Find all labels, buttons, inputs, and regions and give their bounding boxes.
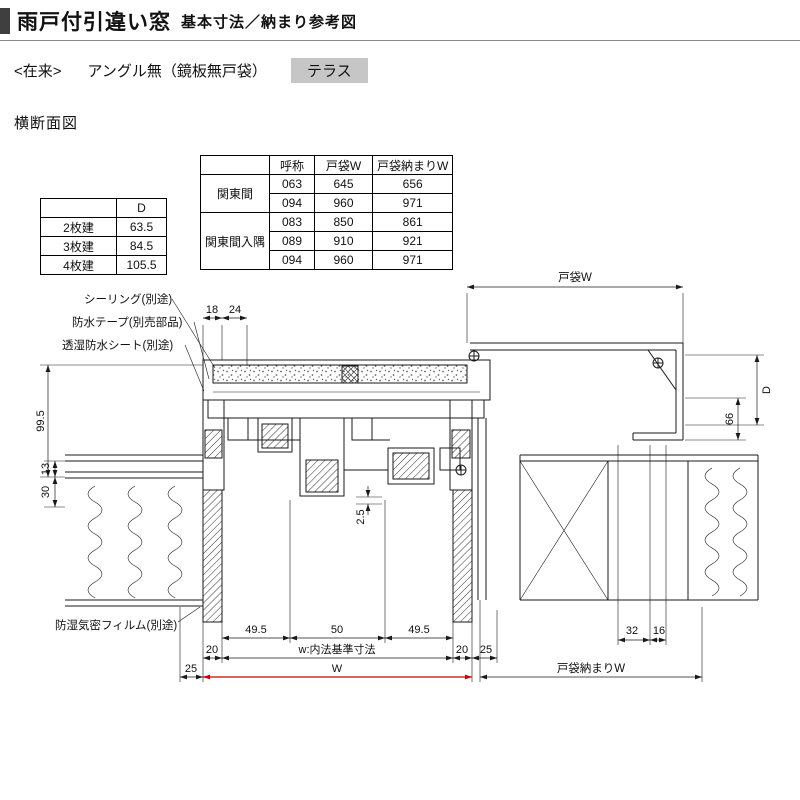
dim-66: 66 bbox=[724, 413, 736, 425]
group-label: 関東間 bbox=[199, 174, 271, 213]
dimension-2-5: 2.5 bbox=[355, 486, 382, 525]
dimension-left-heights: 99.5 13 30 bbox=[35, 364, 203, 508]
dim-99-5: 99.5 bbox=[35, 410, 47, 431]
dimension-18-24: 18 24 bbox=[202, 304, 248, 366]
dim-tobukuro-w-label: 戸袋W bbox=[558, 270, 592, 284]
cell-name: 094 bbox=[269, 250, 316, 270]
dim-16: 16 bbox=[653, 625, 665, 637]
screw-icon bbox=[468, 350, 480, 362]
table-header-row: 呼称 戸袋W 戸袋納まりW bbox=[199, 155, 454, 175]
dim-2-5: 2.5 bbox=[355, 509, 367, 524]
shutter-box-section bbox=[468, 342, 684, 441]
section-title: 横断面図 bbox=[14, 115, 79, 132]
screw-icon bbox=[652, 357, 664, 369]
panel-count-table: D 2枚建 63.5 3枚建 84.5 4枚建 105.5 bbox=[40, 198, 167, 275]
terrace-badge: テラス bbox=[290, 58, 368, 83]
right-post bbox=[452, 489, 473, 623]
table-row: 関東間入隅 083 850 861 bbox=[199, 212, 454, 270]
dim-49-5-left: 49.5 bbox=[245, 624, 266, 636]
group-label: 関東間入隅 bbox=[199, 212, 271, 270]
dim-20-right: 20 bbox=[456, 644, 468, 656]
row-value: 105.5 bbox=[116, 255, 167, 275]
table-row: 094 960 971 bbox=[201, 250, 454, 270]
cell-w: 910 bbox=[314, 231, 374, 251]
table-row: 関東間 063 645 656 bbox=[199, 174, 454, 213]
left-post bbox=[202, 489, 223, 623]
col-header-name: 呼称 bbox=[269, 155, 316, 175]
dim-49-5-right: 49.5 bbox=[408, 624, 429, 636]
dim-50: 50 bbox=[331, 624, 343, 636]
dim-30: 30 bbox=[40, 486, 52, 498]
bottom-extension-lines bbox=[179, 445, 703, 682]
page-title: 雨戸付引違い窓 bbox=[17, 11, 171, 34]
callout-leaders bbox=[171, 298, 216, 623]
dim-tobukuro-osamari-w: 戸袋納まりW bbox=[557, 661, 625, 675]
callout-sealing: シーリング(別途) bbox=[84, 292, 172, 306]
table-row: 4枚建 105.5 bbox=[40, 255, 167, 275]
callout-waterproof-tape: 防水テープ(別売部品) bbox=[72, 315, 183, 329]
dimension-box-end: 32 16 bbox=[618, 625, 666, 643]
title-accent-block bbox=[0, 8, 10, 34]
page-subtitle: 基本寸法／納まり参考図 bbox=[181, 13, 358, 31]
dim-w-naiho: w:内法基準寸法 bbox=[298, 642, 376, 656]
dimension-overall-width: 25 W 戸袋納まりW bbox=[180, 661, 702, 680]
dim-w: W bbox=[332, 663, 343, 675]
row-value: 63.5 bbox=[116, 217, 167, 237]
spec-line: <在来> アングル無（鏡板無戸袋） テラス bbox=[14, 58, 368, 83]
cell-w: 960 bbox=[314, 250, 374, 270]
dim-24: 24 bbox=[229, 304, 241, 316]
dimension-sash-pitch: 49.5 50 49.5 bbox=[222, 624, 453, 641]
dimension-tobukuro-w: 戸袋W bbox=[466, 270, 684, 343]
row-label: 2枚建 bbox=[40, 217, 117, 237]
col-header-w: 戸袋W bbox=[314, 155, 374, 175]
dimension-inner-width: 20 w:内法基準寸法 20 25 bbox=[203, 642, 497, 661]
cell-osamari: 971 bbox=[372, 250, 454, 270]
cell-w: 645 bbox=[314, 174, 374, 194]
angle-spec-label: アングル無（鏡板無戸袋） bbox=[87, 63, 267, 80]
dim-32: 32 bbox=[626, 625, 638, 637]
title-bar: 雨戸付引違い窓 基本寸法／納まり参考図 bbox=[0, 6, 357, 36]
callout-breathable-sheet: 透湿防水シート(別途) bbox=[62, 338, 173, 352]
cell-osamari: 971 bbox=[372, 193, 454, 213]
dim-d: D bbox=[761, 386, 773, 394]
dimension-right-heights: D 66 bbox=[685, 354, 773, 441]
head-frame-section bbox=[202, 359, 491, 401]
header-rule bbox=[0, 40, 800, 41]
dim-25-right: 25 bbox=[480, 644, 492, 656]
right-wall-section bbox=[519, 454, 759, 601]
callout-vapor-barrier-film: 防湿気密フィルム(別途) bbox=[55, 618, 177, 632]
sash-profiles bbox=[202, 399, 485, 497]
dim-25-left: 25 bbox=[185, 663, 197, 675]
construction-type-label: <在来> bbox=[14, 63, 62, 80]
dim-18: 18 bbox=[206, 304, 218, 316]
pocket-opening-trim bbox=[477, 418, 487, 600]
tobukuro-table: 呼称 戸袋W 戸袋納まりW 関東間 063 645 656 094 960 97… bbox=[199, 155, 454, 270]
dim-20-left: 20 bbox=[206, 644, 218, 656]
left-wall-section bbox=[65, 454, 203, 607]
table-row: 2枚建 63.5 bbox=[40, 217, 167, 237]
dim-13: 13 bbox=[40, 463, 52, 475]
cell-w: 850 bbox=[314, 212, 374, 232]
row-label: 4枚建 bbox=[40, 255, 117, 275]
screw-icon bbox=[455, 464, 467, 476]
table-row: 094 960 971 bbox=[201, 193, 454, 213]
